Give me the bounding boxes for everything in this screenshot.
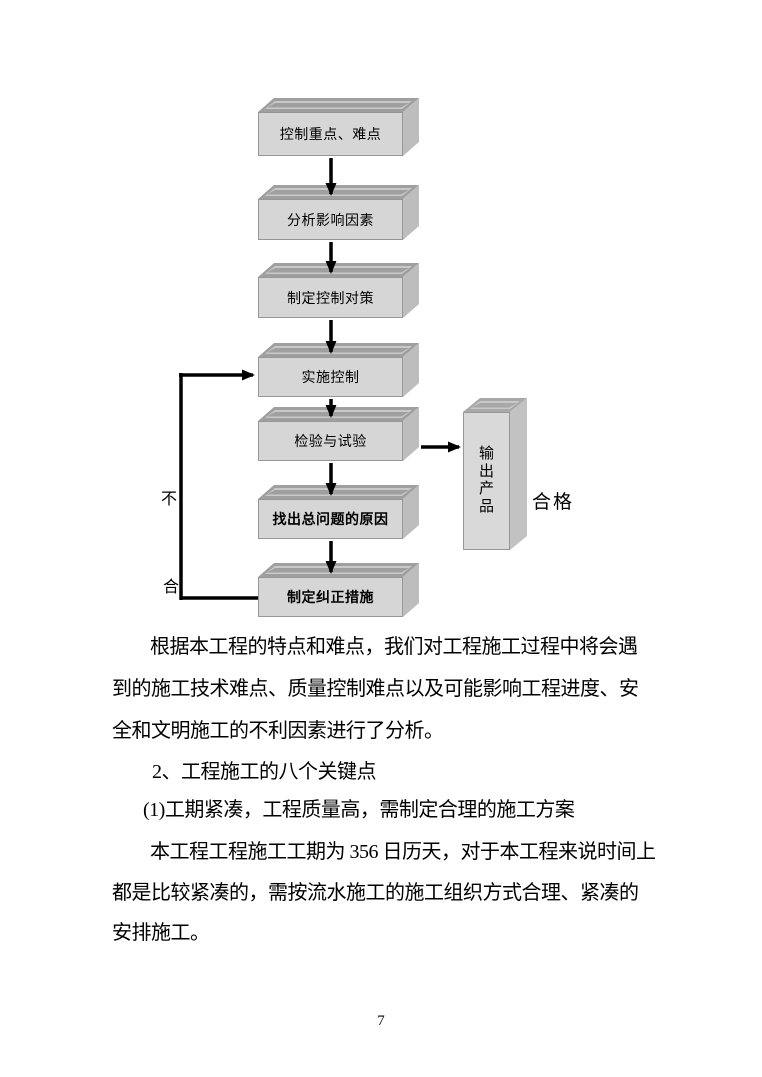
box-top-face	[258, 343, 419, 357]
body-text-line: 本工程工程施工工期为 356 日历天，对于本工程来说时间上	[150, 841, 656, 863]
body-text-line: 全和文明施工的不利因素进行了分析。	[112, 720, 444, 742]
output-product-box: 输出产品	[463, 412, 510, 550]
box-front-face: 实施控制	[258, 357, 403, 397]
box-side-face	[403, 343, 419, 397]
box-label: 找出总问题的原因	[272, 511, 389, 527]
flowchart-box-control-points: 控制重点、难点	[258, 112, 403, 156]
box-top-face	[258, 563, 419, 577]
flowchart-box-analyze-factors: 分析影响因素	[258, 199, 403, 240]
body-text-line: 都是比较紧凑的，需按流水施工的施工组织方式合理、紧凑的	[112, 882, 639, 904]
box-side-face	[403, 263, 419, 318]
box-top-face	[258, 98, 419, 112]
box-front-face: 制定纠正措施	[258, 577, 403, 617]
box-front-face: 制定控制对策	[258, 277, 403, 318]
box-side-face	[403, 485, 419, 539]
box-label: 检验与试验	[294, 433, 367, 449]
box-front-face: 检验与试验	[258, 421, 403, 461]
body-text-line: 到的施工技术难点、质量控制难点以及可能影响工程进度、安	[112, 678, 639, 700]
label-not-qualified-top: 不	[161, 491, 178, 508]
box-front-face: 控制重点、难点	[258, 112, 403, 156]
body-text-line: 安排施工。	[112, 922, 210, 944]
page-number: 7	[377, 1013, 385, 1029]
box-top-face	[258, 263, 419, 277]
output-box-label: 输出产品	[478, 446, 494, 515]
body-heading-line: 2、工程施工的八个关键点	[152, 761, 377, 783]
body-subheading-line: (1)工期紧凑，工程质量高，需制定合理的施工方案	[143, 799, 575, 821]
flowchart-box-control-measures: 制定控制对策	[258, 277, 403, 318]
label-not-qualified-bottom: 合	[163, 579, 180, 596]
box-label: 控制重点、难点	[279, 126, 382, 142]
box-top-face	[258, 185, 419, 199]
flowchart-box-implement-control: 实施控制	[258, 357, 403, 397]
body-text-line: 根据本工程的特点和难点，我们对工程施工过程中将会遇	[150, 636, 638, 658]
box-side-face	[403, 407, 419, 461]
box-front-face: 分析影响因素	[258, 199, 403, 240]
box-side-face	[403, 563, 419, 617]
box-label: 制定纠正措施	[287, 589, 374, 605]
flowchart-box-corrective-measures: 制定纠正措施	[258, 577, 403, 617]
box-top-face	[258, 485, 419, 499]
flowchart-arrows	[179, 158, 461, 600]
box-side-face	[510, 398, 527, 550]
box-top-face	[258, 407, 419, 421]
box-top-face	[463, 398, 527, 412]
box-label: 分析影响因素	[287, 211, 374, 228]
box-label: 制定控制对策	[287, 289, 374, 306]
box-front-face: 找出总问题的原因	[258, 499, 403, 539]
box-label: 实施控制	[301, 369, 360, 385]
box-side-face	[403, 98, 419, 156]
label-qualified: 合格	[532, 492, 575, 513]
box-side-face	[403, 185, 419, 240]
flowchart-box-find-causes: 找出总问题的原因	[258, 499, 403, 539]
box-front-face: 输出产品	[463, 412, 510, 550]
flowchart-box-inspection-test: 检验与试验	[258, 421, 403, 461]
